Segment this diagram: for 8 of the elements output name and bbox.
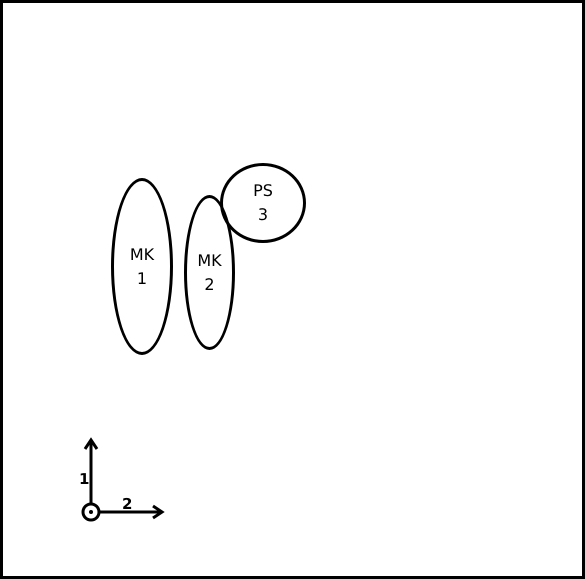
- region-label: MK 1: [128, 244, 156, 290]
- oval-region: [220, 163, 306, 243]
- region-label: MK 2: [196, 250, 223, 296]
- axis-label: 1: [79, 470, 90, 488]
- region-label: PS 3: [252, 180, 274, 226]
- oval-region: [184, 195, 235, 350]
- oval-region: [111, 178, 173, 355]
- axis-label: 2: [122, 495, 132, 513]
